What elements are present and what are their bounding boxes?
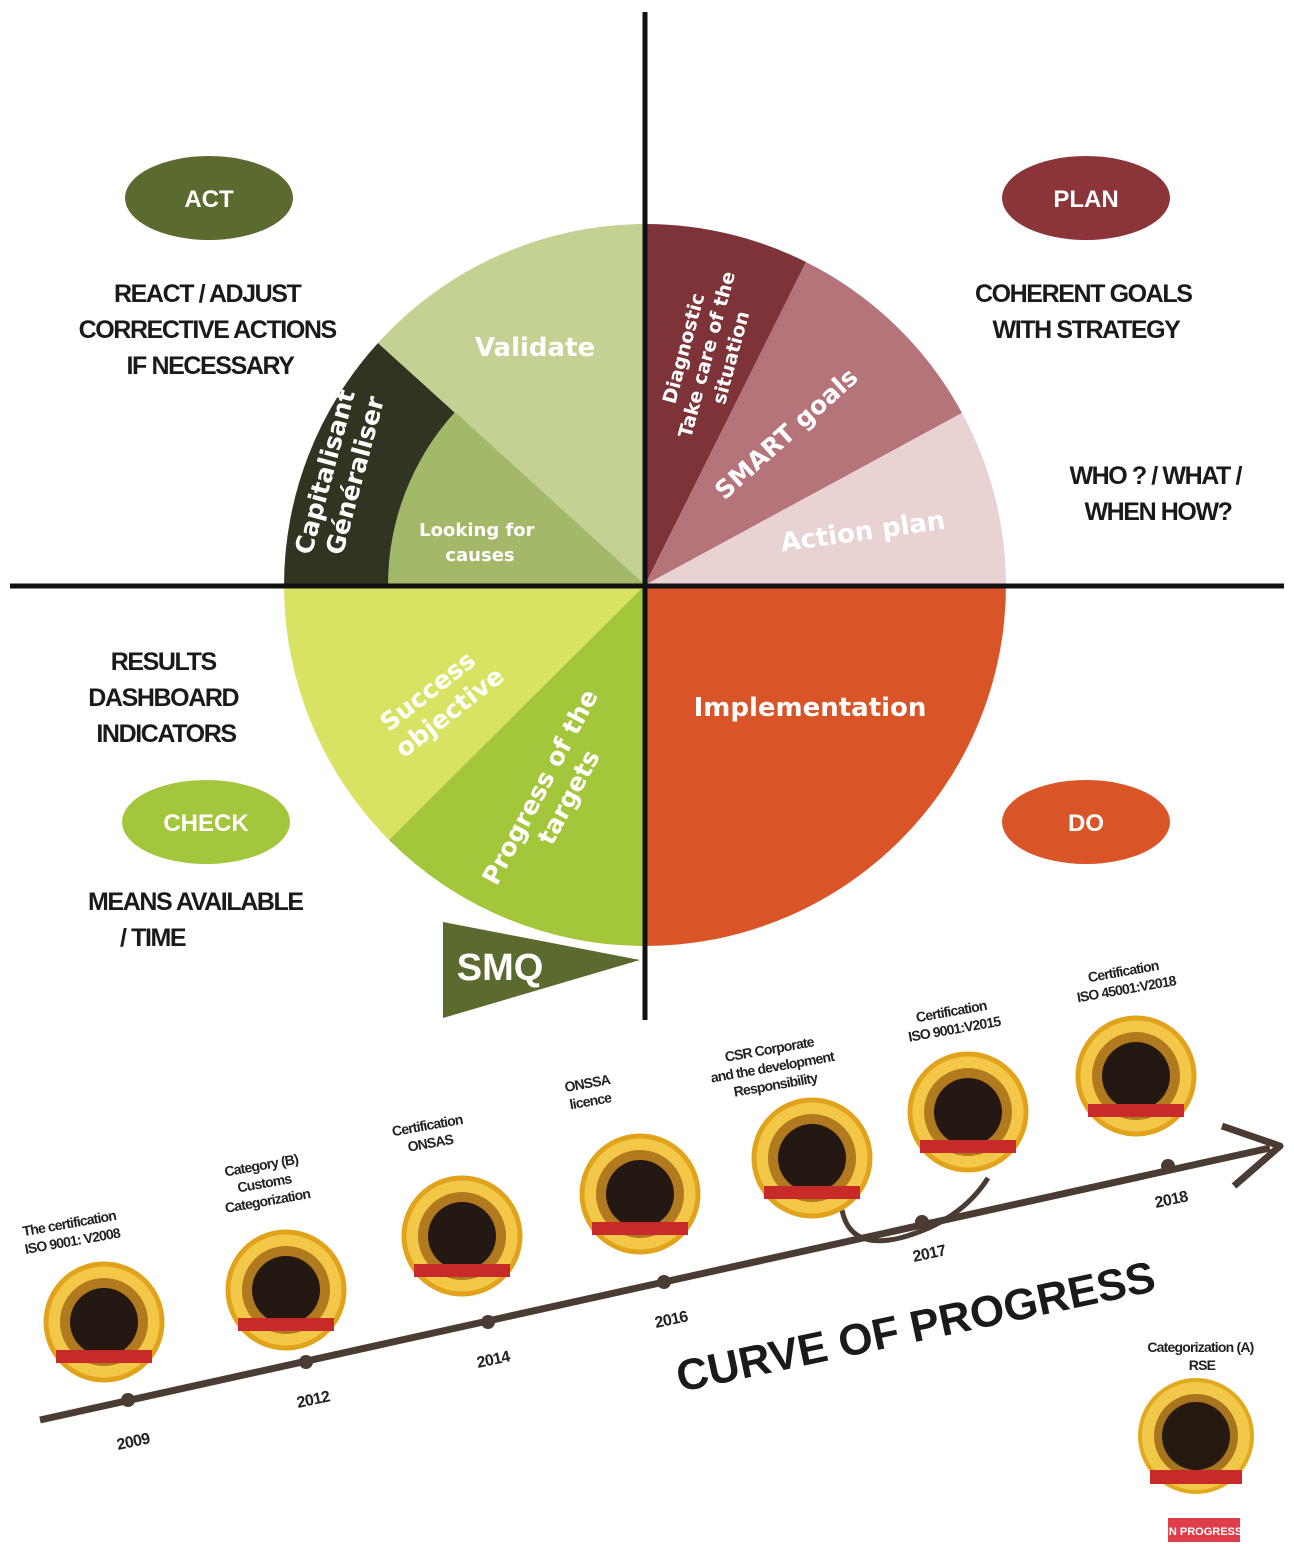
means-line-2: / TIME	[120, 924, 186, 952]
check-desc-line-3: INDICATORS	[96, 720, 236, 748]
segment-progress-targets	[389, 585, 645, 947]
segment-action-plan	[645, 413, 1006, 585]
segment-looking-for-causes	[388, 412, 645, 585]
milestone-label-line: ONSSA	[563, 1071, 612, 1095]
implementation-label: Implementation	[694, 693, 927, 723]
milestone-label: The certificationISO 9001: V2008	[20, 1207, 122, 1257]
check-desc-line-1: RESULTS	[111, 648, 217, 676]
milestone-label-line: licence	[568, 1089, 613, 1112]
pending-badge-group: Categorization (A) RSE IN PROGRESS	[1138, 1339, 1256, 1542]
act-pill: ACT	[125, 156, 293, 240]
do-pill: DO	[1002, 780, 1170, 864]
certification-badge-icon	[579, 1133, 701, 1255]
certification-badge-icon	[907, 1051, 1029, 1173]
looking-for-causes-line-2: causes	[445, 545, 514, 566]
timeline-tick	[121, 1393, 135, 1407]
act-pill-label: ACT	[184, 186, 234, 213]
milestone-year: 2016	[653, 1308, 690, 1332]
timeline-tick	[481, 1315, 495, 1329]
pending-badge-icon	[1138, 1378, 1254, 1494]
pdca-wheel	[283, 224, 1006, 947]
milestone-label: ONSSAlicence	[563, 1071, 615, 1113]
milestone-year: 2009	[115, 1430, 152, 1454]
certification-badge-icon	[751, 1097, 873, 1219]
timeline-tick	[299, 1355, 313, 1369]
looking-for-causes-label: Looking for causes	[419, 520, 541, 566]
smq-label: SMQ	[457, 947, 544, 989]
act-desc-line-3: IF NECESSARY	[126, 352, 295, 380]
milestones: The certificationISO 9001: V2008 2009 Cate…	[20, 954, 1197, 1454]
milestone-year: 2012	[295, 1388, 332, 1412]
timeline-tick	[1161, 1159, 1175, 1173]
segment-smart-goals	[645, 262, 962, 585]
certification-badge-icon	[43, 1261, 165, 1383]
timeline-line	[39, 1144, 1271, 1424]
in-progress-label: IN PROGRESS	[1166, 1526, 1242, 1538]
in-progress-badge	[1168, 1518, 1240, 1542]
act-desc-line-1: REACT / ADJUST	[114, 280, 302, 308]
milestone: Category (B)CustomsCategorization 2012	[217, 1150, 347, 1412]
who-what-line-1: WHO ? / WHAT /	[1069, 462, 1242, 490]
timeline-branch	[839, 1176, 991, 1244]
milestone-label: CertificationONSAS	[391, 1111, 467, 1157]
diagnostic-label: Diagnostic Take care of the situation	[651, 256, 765, 446]
certification-badge-icon	[1075, 1015, 1197, 1137]
milestone-label: CertificationISO 45001:V2018	[1072, 954, 1177, 1005]
certification-badge-icon	[401, 1175, 523, 1297]
milestone: CertificationONSAS 2014	[391, 1111, 523, 1372]
smq-wedge: SMQ	[443, 922, 640, 1018]
milestone-label-line: ONSAS	[406, 1131, 454, 1155]
looking-for-causes-line-1: Looking for	[419, 520, 535, 541]
certification-badge-icon	[225, 1229, 347, 1351]
milestone-label: CertificationISO 9001:V2015	[904, 995, 1003, 1045]
pending-label-line-1: Categorization (A)	[1147, 1339, 1253, 1355]
check-desc-line-2: DASHBOARD	[88, 684, 238, 712]
plan-desc-line-1: COHERENT GOALS	[975, 280, 1192, 308]
check-description: RESULTS DASHBOARD INDICATORS	[88, 648, 243, 748]
timeline-arrow-icon	[1220, 1122, 1284, 1189]
plan-pill-label: PLAN	[1053, 186, 1118, 213]
milestone-year: 2018	[1153, 1188, 1190, 1212]
segment-implementation	[645, 585, 1006, 946]
plan-desc-line-2: WITH STRATEGY	[993, 316, 1182, 344]
check-pill-label: CHECK	[163, 810, 249, 837]
act-desc-line-2: CORRECTIVE ACTIONS	[79, 316, 337, 344]
milestone: ONSSAlicence 2016	[563, 1071, 701, 1332]
timeline-tick	[657, 1275, 671, 1289]
milestone-year: 2014	[475, 1348, 512, 1372]
progress-timeline	[39, 1122, 1284, 1424]
means-note: MEANS AVAILABLE / TIME	[88, 888, 308, 952]
means-line-1: MEANS AVAILABLE	[88, 888, 303, 916]
pending-label-line-2: RSE	[1189, 1357, 1216, 1373]
timeline-tick	[915, 1215, 929, 1229]
who-what-line-2: WHEN HOW?	[1084, 498, 1231, 526]
check-pill: CHECK	[122, 780, 290, 864]
act-description: REACT / ADJUST CORRECTIVE ACTIONS IF NEC…	[79, 280, 342, 380]
who-what-note: WHO ? / WHAT / WHEN HOW?	[1069, 462, 1246, 526]
pending-label: Categorization (A) RSE	[1147, 1339, 1256, 1373]
do-pill-label: DO	[1068, 810, 1104, 837]
milestone: CSR Corporateand the developmentResponsi…	[706, 1030, 873, 1219]
validate-label: Validate	[475, 333, 595, 363]
plan-pill: PLAN	[1002, 156, 1170, 240]
milestone: CertificationISO 45001:V2018 2018	[1072, 954, 1197, 1212]
milestone-year: 2017	[911, 1242, 948, 1266]
milestone-label: Category (B)CustomsCategorization	[217, 1150, 311, 1216]
segment-success-objective	[283, 585, 645, 840]
segment-diagnostic	[645, 224, 806, 585]
milestone: CertificationISO 9001:V2015 2017	[904, 995, 1029, 1266]
segment-validate	[378, 224, 645, 585]
plan-description: COHERENT GOALS WITH STRATEGY	[975, 280, 1197, 344]
curve-title: CURVE OF PROGRESS	[672, 1252, 1160, 1401]
milestone-label: CSR Corporateand the developmentResponsi…	[706, 1030, 839, 1103]
